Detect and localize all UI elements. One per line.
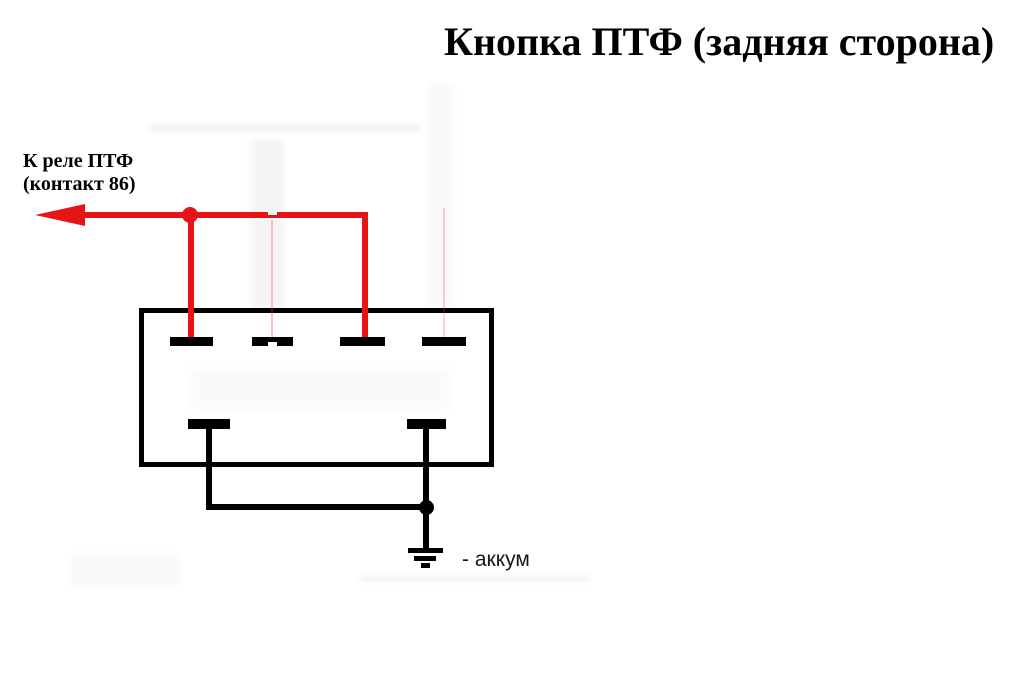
scan-artifact	[150, 124, 420, 133]
relay-wire-label-line1: К реле ПТФ	[23, 150, 134, 172]
erased-wire-artifact	[271, 220, 273, 338]
ground-bar-2	[414, 556, 436, 561]
scan-artifact	[250, 140, 284, 308]
red-wire-vertical-to-pin-top-1	[188, 214, 194, 342]
ground-wire-vertical-left	[206, 424, 212, 508]
pin-gap-artifact	[268, 342, 277, 347]
relay-wire-label: К реле ПТФ (контакт 86)	[23, 150, 136, 196]
scan-artifact	[190, 370, 450, 410]
pin-bottom-1	[188, 419, 230, 429]
scan-artifact	[428, 85, 454, 307]
pin-top-1	[170, 337, 213, 346]
scan-artifact	[360, 576, 590, 582]
pin-bottom-2	[407, 419, 446, 429]
scan-artifact	[70, 555, 180, 585]
ground-bar-1	[408, 548, 443, 553]
connector-body	[139, 308, 494, 467]
pin-top-4	[422, 337, 466, 346]
ground-wire-vertical-right	[423, 424, 429, 551]
ground-bar-3	[421, 563, 430, 568]
pin-top-2	[252, 337, 293, 346]
relay-wire-label-line2: (контакт 86)	[23, 173, 136, 195]
red-wire-horizontal	[80, 212, 368, 218]
wire-arrowhead-left-icon	[35, 204, 85, 226]
diagram-title: Кнопка ПТФ (задняя сторона)	[444, 19, 995, 64]
erased-wire-artifact	[268, 212, 277, 215]
ground-wire-horizontal	[206, 504, 429, 510]
red-wire-vertical-to-pin-top-3	[362, 214, 368, 342]
pin-top-3	[340, 337, 385, 346]
erased-wire-artifact	[443, 208, 445, 338]
ground-wire-label: - аккум	[462, 548, 530, 571]
ground-wire-junction-dot	[419, 500, 434, 515]
